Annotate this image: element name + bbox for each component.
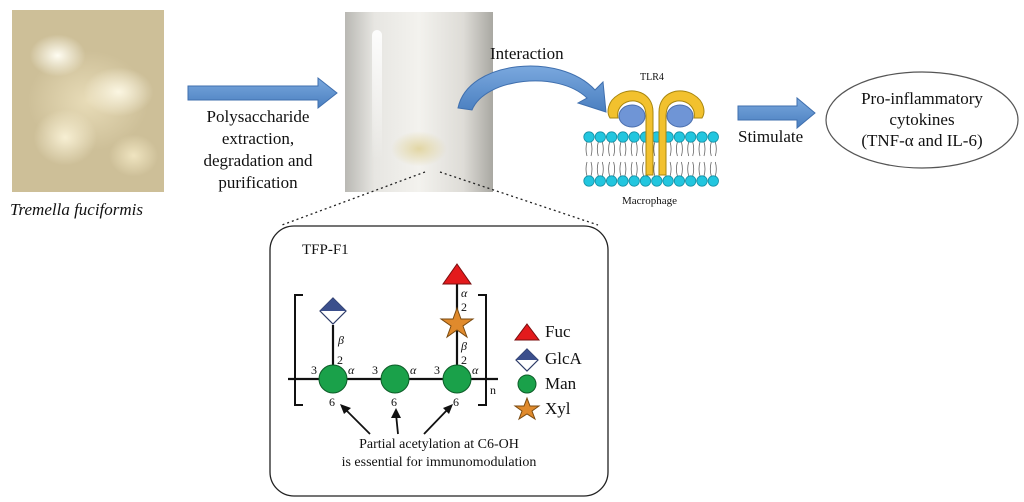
legend-fuc-label: Fuc (545, 322, 571, 341)
acetylation-note-line-1: Partial acetylation at C6-OH (359, 437, 519, 452)
man-residue-1 (318, 364, 348, 394)
stimulate-label: Stimulate (738, 127, 804, 146)
link-main-mid-3: 3 (372, 363, 378, 377)
repeat-bracket-left (294, 294, 303, 406)
man-residue-3 (442, 364, 472, 394)
zoom-line-left (281, 171, 426, 226)
glca-residue (319, 297, 347, 325)
link-main-mid-alpha: α (410, 363, 417, 377)
legend-glca-label: GlcA (545, 349, 582, 368)
acetylation-note-line-2: is essential for immunomodulation (341, 455, 537, 470)
link-right-alpha: α (461, 286, 468, 300)
legend-fuc-symbol (514, 323, 540, 341)
cytokines-ellipse (825, 71, 1019, 169)
extraction-line-1: Polysaccharide (206, 107, 310, 126)
link-main-left-3: 3 (311, 363, 317, 377)
interaction-label: Interaction (490, 44, 564, 63)
cytokines-line-1: Pro-inflammatory (861, 89, 983, 108)
vial-glint (372, 30, 382, 160)
link-left-2: 2 (337, 353, 343, 367)
link-right-2a: 2 (461, 300, 467, 314)
link-left-beta: β (338, 333, 344, 347)
source-name: Tremella fuciformis (10, 200, 144, 219)
zoom-line-right (439, 171, 599, 226)
link-main-left-alpha: α (348, 363, 355, 377)
tlr4-label: TLR4 (640, 72, 664, 83)
repeat-count: n (490, 383, 496, 397)
legend-glca-symbol (515, 348, 539, 372)
acetylation-note: Partial acetylation at C6-OH is essentia… (275, 436, 603, 472)
legend-xyl-symbol (513, 396, 541, 421)
extraction-line-4: purification (218, 173, 298, 192)
tlr4-receptor (607, 90, 705, 176)
structure-box (269, 225, 609, 497)
repeat-bracket-right (478, 294, 487, 406)
extraction-line-3: degradation and (203, 151, 313, 170)
stimulate-arrow (737, 96, 816, 130)
cytokines-line-2: cytokines (889, 110, 955, 129)
link-main-right-alpha: α (472, 363, 479, 377)
xyl-residue (439, 306, 475, 339)
man-residue-2 (380, 364, 410, 394)
link-pos6-c: 6 (453, 395, 459, 409)
link-right-2b: 2 (461, 353, 467, 367)
interaction-arrow (457, 65, 607, 113)
macrophage-membrane (583, 131, 719, 187)
structure-title: TFP-F1 (302, 242, 349, 258)
acetylation-arrows (340, 404, 453, 435)
link-right-beta: β (461, 339, 467, 353)
legend-xyl-label: Xyl (545, 399, 571, 418)
tremella-photo (12, 10, 164, 192)
extraction-label: Polysaccharide extraction, degradation a… (188, 106, 328, 194)
extraction-arrow (187, 76, 338, 110)
link-pos6-a: 6 (329, 395, 335, 409)
cytokines-line-3: (TNF-α and IL-6) (861, 131, 983, 150)
link-main-right-3: 3 (434, 363, 440, 377)
fuc-residue (442, 263, 472, 285)
extraction-line-2: extraction, (221, 129, 295, 148)
legend-man-symbol (517, 374, 537, 394)
macrophage-label: Macrophage (622, 195, 677, 207)
cytokines-label: Pro-inflammatory cytokines (TNF-α and IL… (826, 88, 1018, 151)
link-pos6-b: 6 (391, 395, 397, 409)
legend-man-label: Man (545, 374, 577, 393)
